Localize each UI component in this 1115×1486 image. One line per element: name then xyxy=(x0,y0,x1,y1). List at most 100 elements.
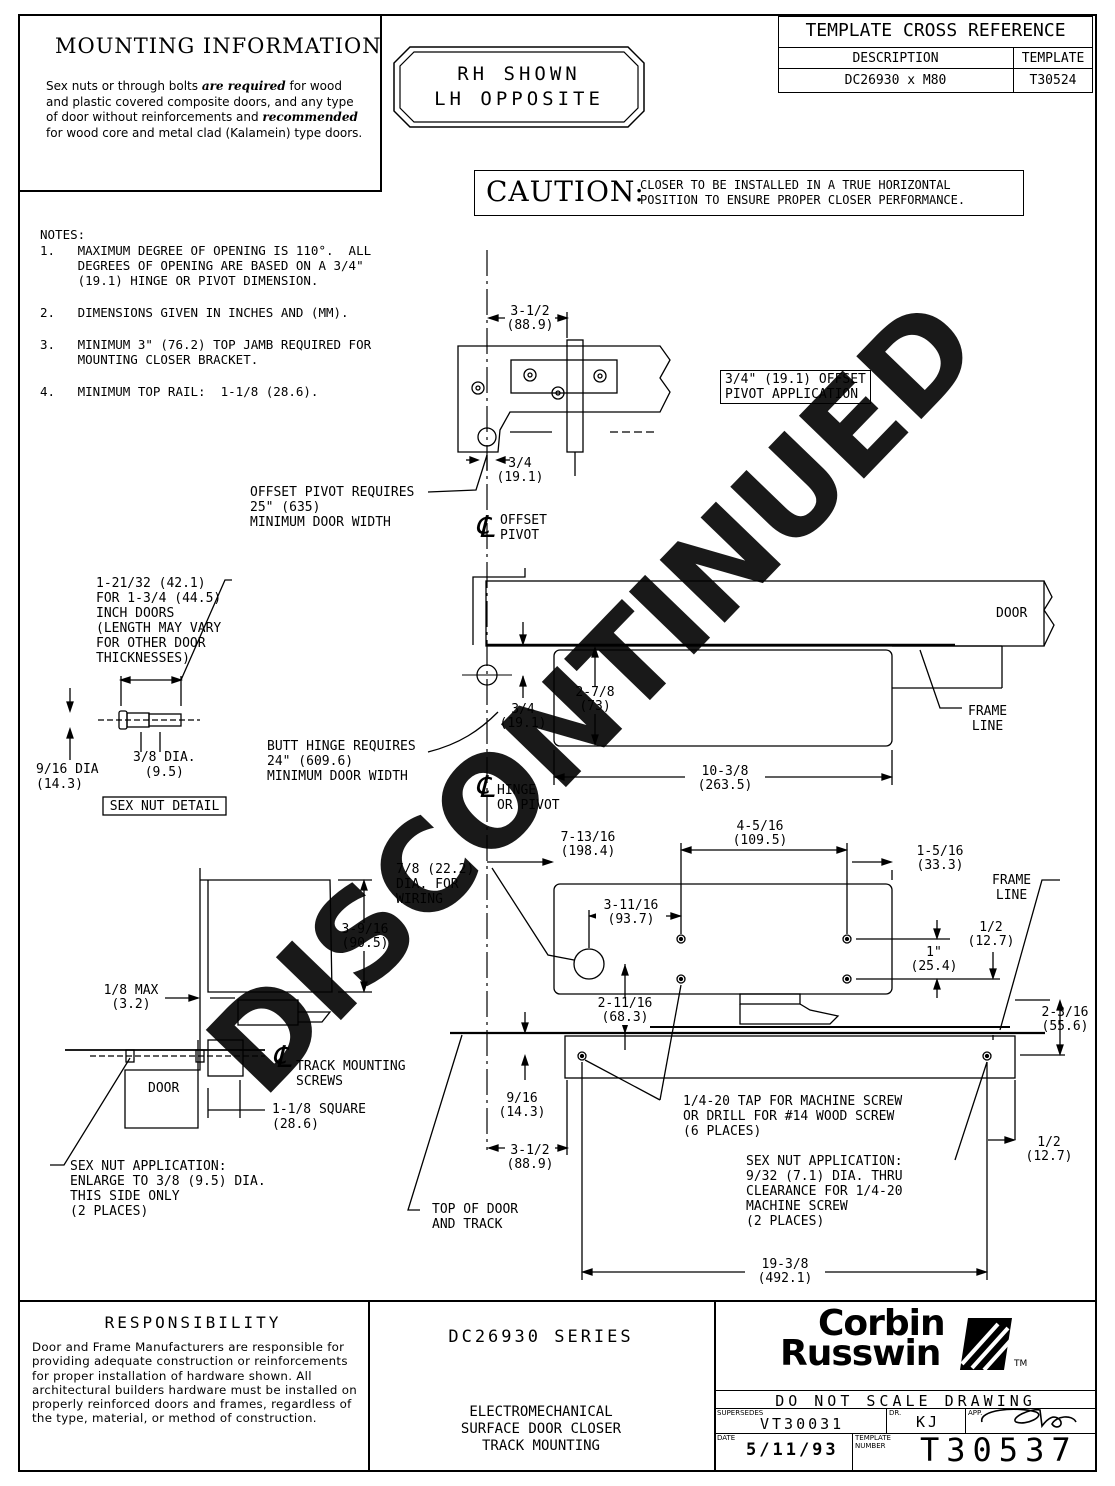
note-3: 3. MINIMUM 3" (76.2) TOP JAMB REQUIRED F… xyxy=(40,337,372,367)
drawn-by-value: KJ xyxy=(916,1413,941,1431)
tb-rule-1 xyxy=(714,1390,1097,1391)
tb-rule-2 xyxy=(714,1408,1097,1409)
approval-signature xyxy=(981,1408,1077,1429)
dim-3-4-top: 3/4 (19.1) xyxy=(496,456,544,485)
sex-nut-detail-title: SEX NUT DETAIL xyxy=(109,799,220,814)
tb-vrule-3 xyxy=(852,1433,853,1472)
sex-nut-app-left-label: SEX NUT APPLICATION: ENLARGE TO 3/8 (9.5… xyxy=(70,1159,266,1219)
dim-7-13-16: 7-13/16 (198.4) xyxy=(560,830,616,859)
dim-1-5-16: 1-5/16 (33.3) xyxy=(916,844,964,873)
trademark-label: TM xyxy=(1014,1359,1028,1369)
date-label: DATE xyxy=(717,1434,736,1442)
top-of-door-label: TOP OF DOOR AND TRACK xyxy=(432,1202,519,1232)
cross-ref-rule-1 xyxy=(778,47,1093,48)
closer-elevation xyxy=(450,883,1045,1079)
corbin-logo-line-2: Russwin xyxy=(780,1333,941,1374)
caution-text: CLOSER TO BE INSTALLED IN A TRUE HORIZON… xyxy=(640,178,966,207)
series-title: DC26930 SERIES xyxy=(448,1327,634,1347)
dim-3-4-mid: 3/4 (19.1) xyxy=(499,702,547,731)
wiring-label: 7/8 (22.2) DIA. FOR WIRING xyxy=(396,862,475,907)
title-block-divider-1 xyxy=(368,1300,370,1472)
hand-line-1: RH SHOWN xyxy=(457,63,581,85)
side-section-view xyxy=(65,868,333,1129)
dim-3-1-2-top: 3-1/2 (88.9) xyxy=(505,304,555,333)
nut-dia-38-label: 3/8 DIA. (9.5) xyxy=(133,750,196,780)
notes-heading: NOTES: xyxy=(40,227,86,242)
title-block-rule xyxy=(18,1300,1097,1302)
sex-nut-app-right-label: SEX NUT APPLICATION: 9/32 (7.1) DIA. THR… xyxy=(746,1154,903,1229)
responsibility-text: Door and Frame Manufacturers are respons… xyxy=(32,1340,358,1426)
hand-line-2: LH OPPOSITE xyxy=(434,88,604,110)
page-border xyxy=(18,14,1097,1472)
dim-3-1-2-bot: 3-1/2 (88.9) xyxy=(505,1143,555,1172)
cross-ref-row-description: DC26930 x M80 xyxy=(844,73,947,88)
nut-dia-916-label: 9/16 DIA (14.3) xyxy=(36,762,99,792)
cl-offset-pivot-label: OFFSET PIVOT xyxy=(500,513,547,543)
hand-badge-frame xyxy=(393,46,645,128)
supersedes-value: VT30031 xyxy=(760,1415,845,1433)
dim-2-11-16: 2-11/16 (68.3) xyxy=(590,997,660,1025)
dim-2-7-8: 2-7/8 (73) xyxy=(570,686,620,714)
cl-track-symbol: ℄ xyxy=(272,1040,292,1075)
template-number-label: TEMPLATE NUMBER xyxy=(855,1434,891,1450)
tb-vrule-1 xyxy=(886,1408,887,1433)
dim-1-in: 1" (25.4) xyxy=(910,945,958,974)
note-2: 2. DIMENSIONS GIVEN IN INCHES AND (MM). xyxy=(40,305,349,320)
frame-line-top-label: FRAME LINE xyxy=(968,704,1008,734)
corbin-logo-line-1: Corbin xyxy=(818,1303,946,1344)
door-plan-label: DOOR xyxy=(996,606,1028,621)
cl-hinge-symbol: ℄ xyxy=(475,770,495,805)
dim-3-9-16: 3-9/16 (90.5) xyxy=(340,922,390,951)
butt-hinge-label: BUTT HINGE REQUIRES 24" (609.6) MINIMUM … xyxy=(267,739,416,784)
dim-9-16: 9/16 (14.3) xyxy=(498,1091,546,1120)
door-section-label: DOOR xyxy=(148,1081,180,1096)
dim-1-8-max: 1/8 MAX (3.2) xyxy=(103,983,159,1012)
tb-vrule-2 xyxy=(965,1408,966,1433)
frame-line-mid-label: FRAME LINE xyxy=(992,873,1032,903)
mounting-info-text: Sex nuts or through bolts are required f… xyxy=(46,79,363,140)
mounting-info-title: MOUNTING INFORMATION xyxy=(55,34,382,58)
cl-offset-pivot-symbol: ℄ xyxy=(475,510,495,545)
square-label: 1-1/8 SQUARE (28.6) xyxy=(272,1102,366,1132)
dim-3-11-16: 3-11/16 (93.7) xyxy=(596,899,666,927)
cross-ref-rule-2 xyxy=(778,68,1093,69)
approved-label: APP. xyxy=(968,1409,983,1417)
sex-nut-drawing xyxy=(66,579,232,760)
tb-rule-3 xyxy=(714,1433,1097,1434)
dim-19-3-8: 19-3/8 (492.1) xyxy=(745,1258,825,1286)
dim-1-2-a: 1/2 (12.7) xyxy=(967,920,1015,949)
caution-box xyxy=(474,170,1024,216)
mounting-info-box xyxy=(18,14,382,192)
cross-ref-col-template: TEMPLATE xyxy=(1021,51,1085,66)
dim-2-3-16: 2-3/16 (55.6) xyxy=(1041,1005,1089,1034)
offset-pivot-requires-label: OFFSET PIVOT REQUIRES 25" (635) MINIMUM … xyxy=(250,485,415,530)
cross-ref-title: TEMPLATE CROSS REFERENCE xyxy=(805,20,1066,41)
note-1: 1. MAXIMUM DEGREE OF OPENING IS 110°. AL… xyxy=(40,243,372,288)
title-block-divider-2 xyxy=(714,1300,716,1472)
drawn-by-label: DR. xyxy=(889,1409,902,1417)
offset-pivot-application-label: 3/4" (19.1) OFFSET PIVOT APPLICATION xyxy=(720,370,871,404)
corbin-russwin-mark-icon xyxy=(960,1318,1013,1372)
cross-ref-table xyxy=(778,16,1093,93)
note-4: 4. MINIMUM TOP RAIL: 1-1/8 (28.6). xyxy=(40,384,319,399)
sex-nut-detail-box xyxy=(102,796,227,816)
dim-4-5-16: 4-5/16 (109.5) xyxy=(732,819,788,848)
cross-ref-col-description: DESCRIPTION xyxy=(852,51,939,66)
cross-ref-row-template: T30524 xyxy=(1029,73,1077,88)
sex-nut-length-label: 1-21/32 (42.1) FOR 1-3/4 (44.5) INCH DOO… xyxy=(96,576,222,666)
cl-hinge-label: HINGE OR PIVOT xyxy=(497,783,560,813)
door-plan-view xyxy=(472,568,1055,747)
series-description: ELECTROMECHANICAL SURFACE DOOR CLOSER TR… xyxy=(460,1404,622,1454)
cross-ref-col-rule xyxy=(1013,47,1014,93)
supersedes-label: SUPERSEDES xyxy=(717,1409,764,1417)
offset-pivot-bracket xyxy=(457,339,671,476)
dim-10-3-8: 10-3/8 (263.5) xyxy=(685,765,765,793)
caution-label: CAUTION: xyxy=(486,175,645,208)
track-screws-label: TRACK MOUNTING SCREWS xyxy=(296,1059,406,1089)
template-number-value: T30537 xyxy=(920,1431,1078,1469)
responsibility-title: RESPONSIBILITY xyxy=(104,1313,282,1332)
dim-1-2-b: 1/2 (12.7) xyxy=(1025,1135,1073,1164)
tap-label: 1/4-20 TAP FOR MACHINE SCREW OR DRILL FO… xyxy=(683,1094,903,1139)
date-value: 5/11/93 xyxy=(746,1440,839,1460)
do-not-scale: DO NOT SCALE DRAWING xyxy=(775,1392,1036,1410)
